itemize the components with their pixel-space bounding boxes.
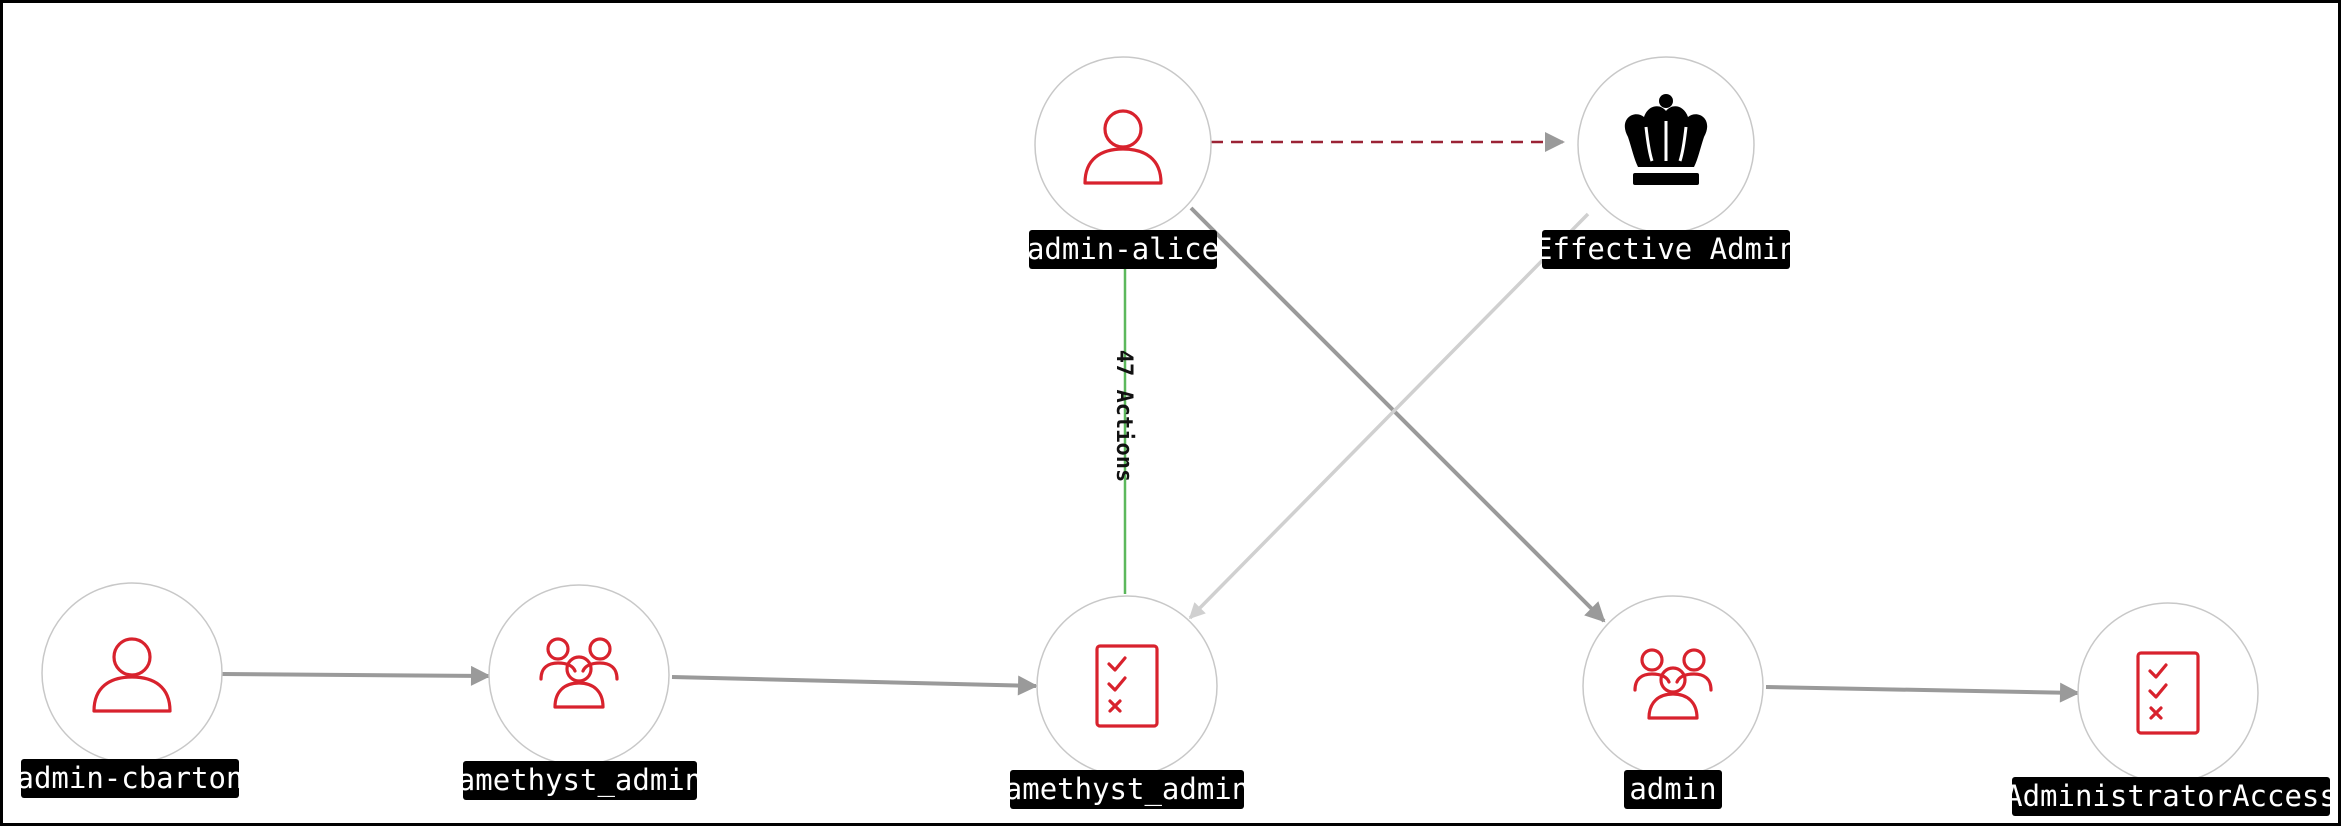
edges: 47 Actions — [221, 132, 2080, 703]
edge-admin-group-to-administrator-access[interactable] — [1765, 682, 2080, 703]
node-label: admin-alice — [1027, 232, 1219, 266]
node-admin-group[interactable]: admin — [1582, 595, 1764, 809]
group-icon — [1633, 648, 1713, 720]
node-admin-alice[interactable]: admin-alice — [1027, 56, 1219, 269]
edge-effective-admin-to-amethyst-policy[interactable] — [1188, 212, 1590, 620]
node-label: admin — [1629, 772, 1716, 806]
user-icon — [92, 637, 172, 713]
node-administrator-access[interactable]: AdministratorAccess — [2005, 602, 2337, 816]
node-effective-admin[interactable]: Effective Admin — [1535, 56, 1797, 269]
crown-icon — [1624, 94, 1708, 185]
node-label: admin-cbarton — [17, 761, 244, 795]
node-label: amethyst_admin — [458, 763, 702, 798]
edge-cbarton-to-amethyst-group[interactable] — [221, 665, 491, 686]
user-icon — [1083, 109, 1163, 185]
edge-amethyst-group-to-amethyst-policy[interactable] — [671, 675, 1038, 696]
node-amethyst-admin-policy[interactable]: amethyst_admin — [1005, 595, 1249, 809]
node-label: AdministratorAccess — [2005, 779, 2337, 813]
node-label: amethyst_admin — [1005, 772, 1249, 807]
node-amethyst-admin-group[interactable]: amethyst_admin — [458, 584, 702, 800]
node-label: Effective Admin — [1535, 232, 1797, 266]
group-icon — [539, 637, 619, 709]
graph-svg: 47 Actions admin-alice Effective Admin a… — [17, 56, 2337, 816]
node-admin-cbarton[interactable]: admin-cbarton — [17, 582, 244, 798]
policy-checklist-icon — [2136, 651, 2200, 735]
edge-label-47-actions: 47 Actions — [1111, 350, 1136, 482]
edge-alice-to-admin-group[interactable] — [1189, 206, 1606, 623]
policy-checklist-icon — [1095, 644, 1159, 728]
